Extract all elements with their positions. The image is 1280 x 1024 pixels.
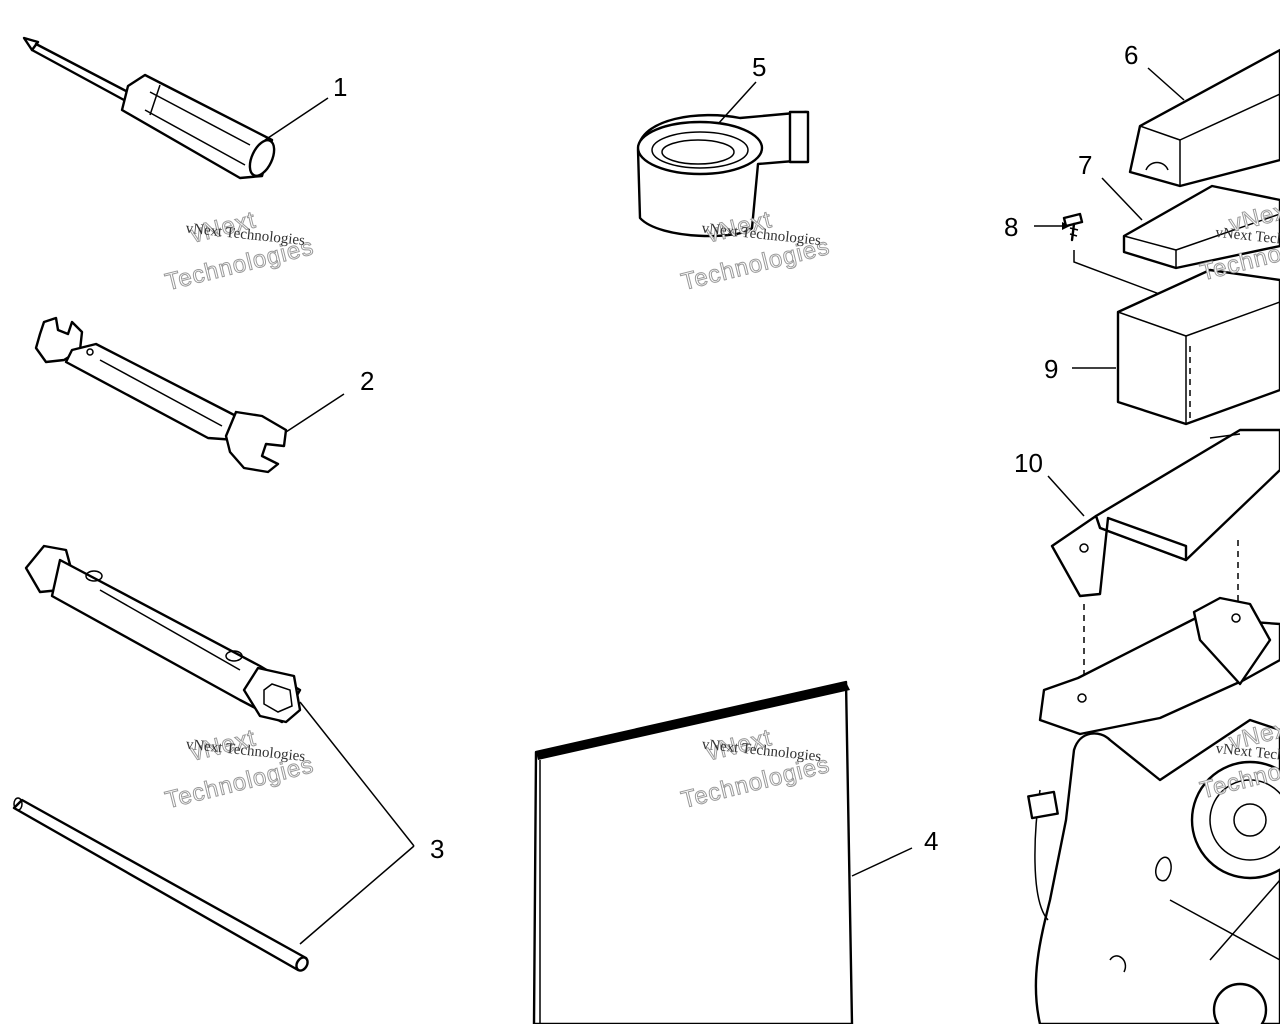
tool-pouch-lid-icon xyxy=(1128,48,1280,188)
leader-5 xyxy=(717,81,757,125)
callout-4: 4 xyxy=(924,826,938,856)
owners-manual-icon xyxy=(532,680,854,1024)
leader-1 xyxy=(264,97,329,141)
spark-plug-socket-wrench-icon xyxy=(24,544,302,724)
screw-icon xyxy=(1062,212,1084,242)
tommy-bar-icon xyxy=(12,797,309,972)
callout-10: 10 xyxy=(1014,448,1043,478)
leader-6 xyxy=(1147,67,1185,101)
open-end-wrench-icon xyxy=(34,316,288,474)
pad-icon xyxy=(1122,184,1280,270)
callout-1: 1 xyxy=(333,72,347,102)
tool-box-icon xyxy=(1116,268,1280,426)
carrier-housing-icon xyxy=(1027,596,1280,1024)
callout-5: 5 xyxy=(752,52,766,82)
callout-2: 2 xyxy=(360,366,374,396)
leader-8-path xyxy=(1073,250,1187,305)
leader-4 xyxy=(851,847,913,877)
strap-roll-icon xyxy=(636,110,810,238)
leader-8-arrow xyxy=(1062,222,1070,230)
callout-9: 9 xyxy=(1044,354,1058,384)
leader-2 xyxy=(285,393,345,433)
leader-3b xyxy=(299,845,415,945)
callout-3: 3 xyxy=(430,834,444,864)
screwdriver-icon xyxy=(22,36,276,180)
callout-6: 6 xyxy=(1124,40,1138,70)
leader-3a xyxy=(299,701,415,847)
callout-8: 8 xyxy=(1004,212,1018,242)
bracket-icon xyxy=(1050,428,1280,598)
leader-7 xyxy=(1101,177,1143,221)
callout-7: 7 xyxy=(1078,150,1092,180)
leader-10 xyxy=(1047,475,1085,517)
